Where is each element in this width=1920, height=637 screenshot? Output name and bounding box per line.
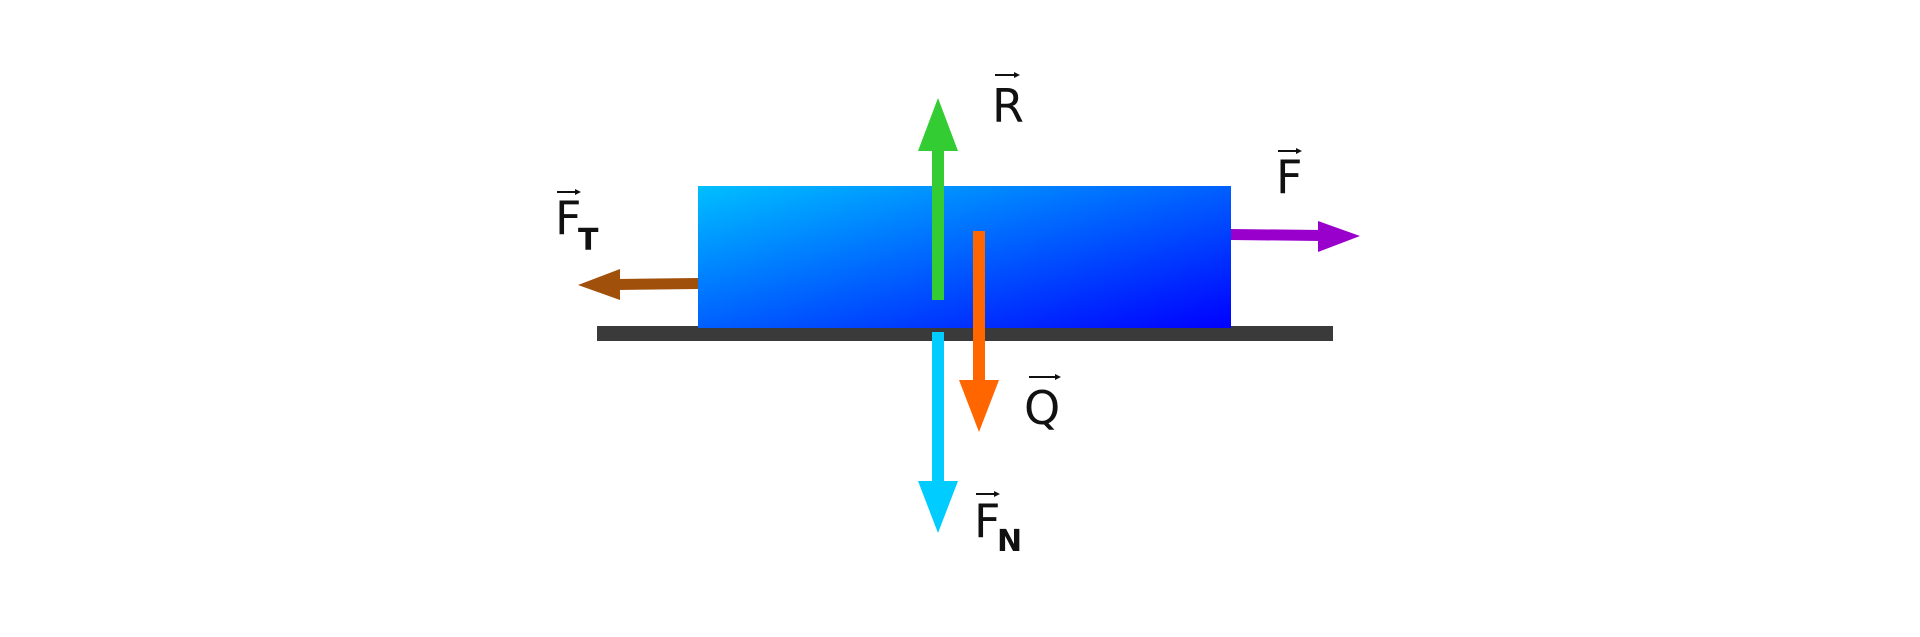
applied-force-arrow	[1231, 221, 1360, 252]
normal-force-label-letter: F	[974, 494, 1000, 548]
friction-label: F T	[555, 189, 599, 258]
normal-force-label: F N	[974, 491, 1022, 559]
friction-label-subscript: T	[578, 223, 599, 258]
weight-label-letter: Q	[1024, 381, 1060, 435]
normal-force-label-subscript: N	[997, 524, 1022, 559]
vector-arrow-icon	[995, 72, 1020, 78]
floor-surface	[597, 326, 1333, 341]
friction-force-arrow	[578, 269, 698, 300]
normal-force-arrow	[918, 332, 958, 533]
vector-arrow-icon	[557, 189, 581, 195]
reaction-label-letter: R	[992, 79, 1024, 133]
weight-label: Q	[1024, 374, 1061, 435]
vector-arrow-icon	[1278, 148, 1302, 154]
reaction-label: R	[992, 72, 1024, 133]
vector-arrow-icon	[976, 491, 1000, 497]
weight-arrow	[959, 231, 999, 432]
friction-label-letter: F	[555, 191, 581, 245]
reaction-force-arrow	[918, 98, 958, 300]
vector-arrow-icon	[1029, 374, 1061, 380]
block	[698, 186, 1231, 328]
applied-force-label-letter: F	[1276, 150, 1302, 204]
applied-force-label: F	[1276, 148, 1302, 204]
